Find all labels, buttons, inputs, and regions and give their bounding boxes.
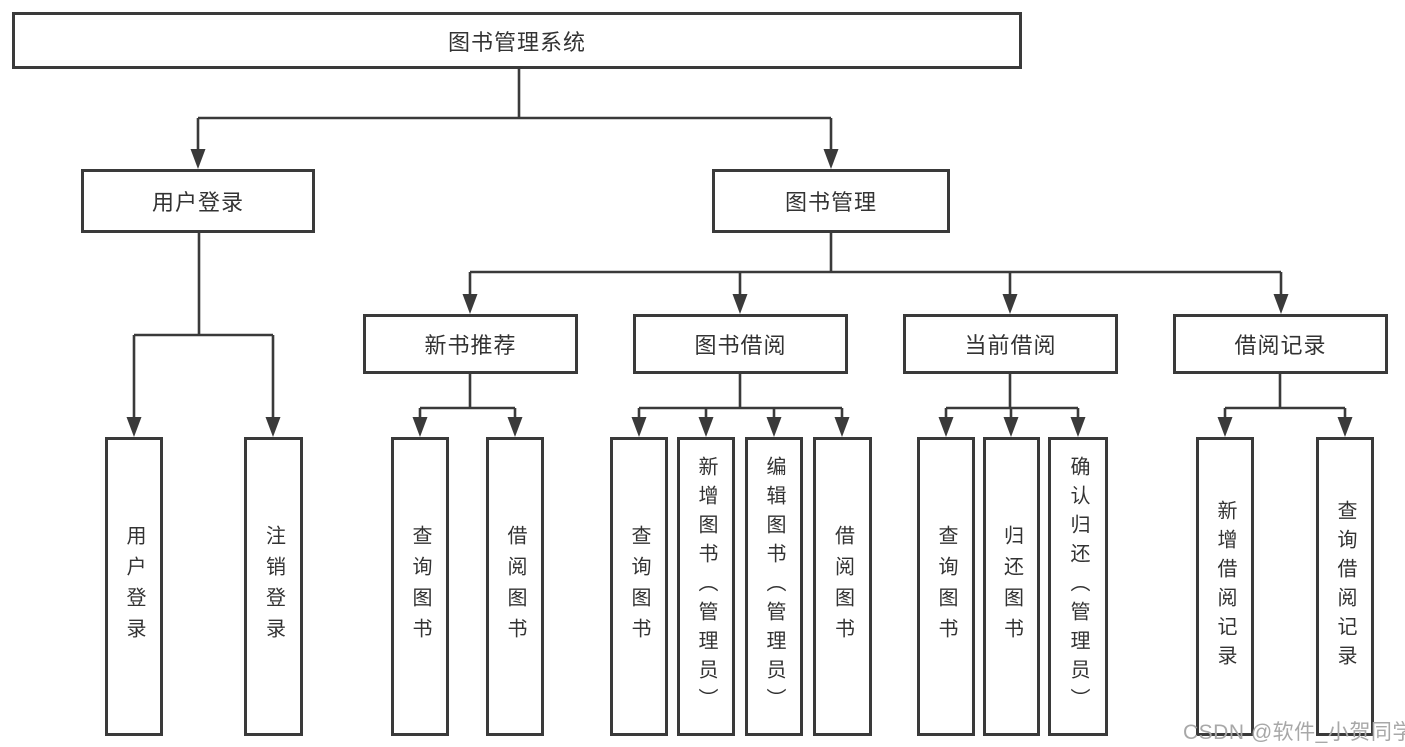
node-leaf-user-login: 用户登录 bbox=[105, 437, 163, 736]
arrow-down-icon bbox=[938, 417, 954, 437]
node-new-book-recommend: 新书推荐 bbox=[363, 314, 578, 374]
node-leaf-edit-book-admin: 编辑图书（管理员） bbox=[745, 437, 803, 736]
leaf-label: 查询图书 bbox=[628, 524, 650, 649]
connector-book-management-to-level3 bbox=[462, 233, 1289, 314]
arrow-down-icon bbox=[1070, 417, 1086, 437]
leaf-label: 归还图书 bbox=[1000, 524, 1023, 649]
leaf-label: 新增图书（管理员） bbox=[695, 456, 717, 717]
node-leaf-query-book-b: 查询图书 bbox=[610, 437, 668, 736]
connector-book-borrow-to-children bbox=[631, 374, 850, 437]
arrow-down-icon bbox=[1002, 294, 1018, 314]
leaf-label: 借阅图书 bbox=[504, 524, 526, 649]
arrow-down-icon bbox=[126, 417, 142, 437]
arrow-down-icon bbox=[766, 417, 782, 437]
arrow-down-icon bbox=[507, 417, 523, 437]
node-leaf-borrow-book-a: 借阅图书 bbox=[486, 437, 544, 736]
leaf-label: 查询图书 bbox=[409, 524, 431, 649]
node-leaf-query-book-c: 查询图书 bbox=[917, 437, 975, 736]
arrow-down-icon bbox=[698, 417, 714, 437]
leaf-label: 查询借阅记录 bbox=[1334, 499, 1356, 674]
connector-borrow-record-to-children bbox=[1217, 374, 1353, 437]
leaf-label: 确认归还（管理员） bbox=[1067, 456, 1089, 717]
arrow-down-icon bbox=[1217, 417, 1233, 437]
arrow-down-icon bbox=[265, 417, 281, 437]
node-leaf-add-borrow-record: 新增借阅记录 bbox=[1196, 437, 1254, 736]
arrow-down-icon bbox=[631, 417, 647, 437]
connector-root-to-level2 bbox=[190, 69, 839, 169]
node-leaf-query-book-a: 查询图书 bbox=[391, 437, 449, 736]
node-leaf-query-borrow-record: 查询借阅记录 bbox=[1316, 437, 1374, 736]
leaf-label: 用户登录 bbox=[123, 524, 145, 649]
leaf-label: 新增借阅记录 bbox=[1214, 499, 1236, 674]
node-leaf-borrow-book-b: 借阅图书 bbox=[813, 437, 872, 736]
arrow-down-icon bbox=[412, 417, 428, 437]
connector-user-login-to-children bbox=[126, 233, 281, 437]
csdn-watermark: CSDN @软件_小贺同学 bbox=[1183, 721, 1405, 744]
arrow-down-icon bbox=[1273, 294, 1289, 314]
node-leaf-return-book: 归还图书 bbox=[983, 437, 1040, 736]
node-leaf-logout-login: 注销登录 bbox=[244, 437, 303, 736]
leaf-label: 借阅图书 bbox=[831, 524, 854, 649]
arrow-down-icon bbox=[834, 417, 850, 437]
leaf-label: 编辑图书（管理员） bbox=[763, 456, 785, 717]
connector-new-book-recommend-to-children bbox=[412, 374, 523, 437]
node-leaf-add-book-admin: 新增图书（管理员） bbox=[677, 437, 735, 736]
node-current-borrow: 当前借阅 bbox=[903, 314, 1118, 374]
arrow-down-icon bbox=[462, 294, 478, 314]
node-user-login: 用户登录 bbox=[81, 169, 315, 233]
node-root: 图书管理系统 bbox=[12, 12, 1022, 69]
connector-current-borrow-to-children bbox=[938, 374, 1086, 437]
node-borrow-record: 借阅记录 bbox=[1173, 314, 1388, 374]
node-book-management: 图书管理 bbox=[712, 169, 950, 233]
node-book-borrow: 图书借阅 bbox=[633, 314, 848, 374]
arrow-down-icon bbox=[732, 294, 748, 314]
node-leaf-confirm-return-admin: 确认归还（管理员） bbox=[1048, 437, 1108, 736]
leaf-label: 查询图书 bbox=[935, 524, 957, 649]
arrow-down-icon bbox=[190, 149, 206, 169]
arrow-down-icon bbox=[1337, 417, 1353, 437]
arrow-down-icon bbox=[823, 149, 839, 169]
arrow-down-icon bbox=[1003, 417, 1019, 437]
leaf-label: 注销登录 bbox=[262, 524, 285, 649]
